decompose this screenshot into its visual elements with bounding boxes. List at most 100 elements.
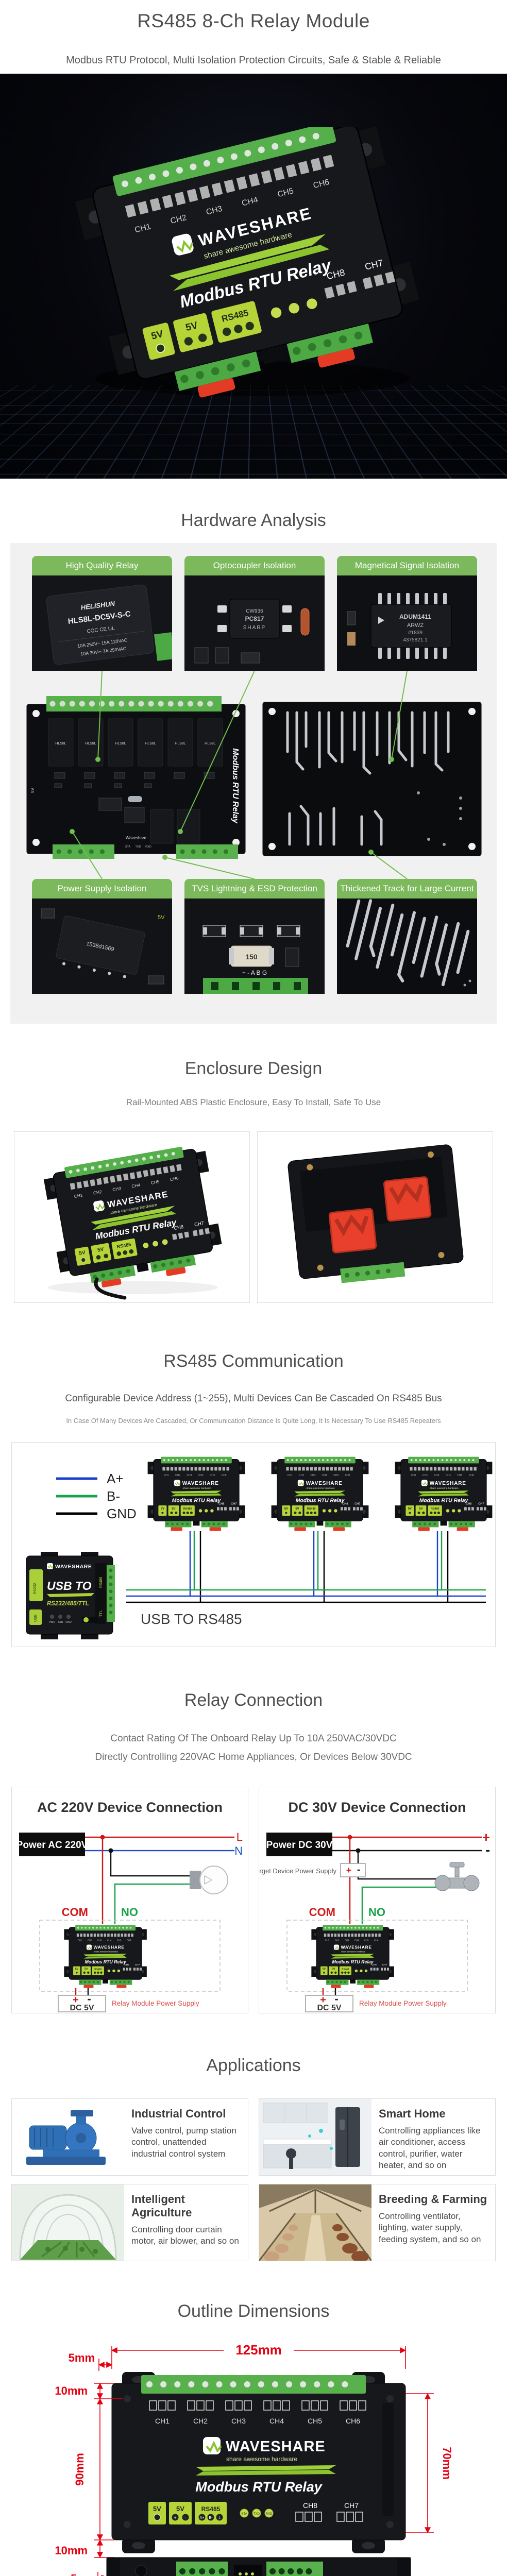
svg-text:⏚: ⏚ [218,2516,222,2520]
legend-b-minus: B- [107,1488,120,1504]
isolator-chip-photo-illustration: ADUM1411 ARWZ #1839 4375821.1 [337,575,477,671]
hw-card-magnetic-isolation: Magnetical Signal Isolation ADUM1411 ARW… [337,556,477,671]
front-view-module [106,2557,411,2576]
svg-text:+: + [174,2515,176,2520]
svg-text:RS232/485/TTL: RS232/485/TTL [47,1601,89,1607]
svg-text:STA: STA [241,2513,247,2516]
ac-connection-diagram: AC 220V Device Connection Power AC 220V … [16,1800,243,2012]
svg-text:NO: NO [121,1906,138,1919]
svg-text:#1839: #1839 [408,630,422,636]
optocoupler-photo-illustration: CW936 PC817 SHARP [184,575,325,671]
svg-text:RS485: RS485 [201,2505,221,2513]
svg-text:4375821.1: 4375821.1 [403,637,428,643]
ac-connection-panel: AC 220V Device Connection Power AC 220V … [11,1787,248,2013]
svg-text:5V: 5V [30,788,35,793]
enclosure-front-illustration [14,1132,249,1300]
app-card-industrial: Industrial Control Valve control, pump s… [11,2098,248,2176]
rs485-subtitle: Configurable Device Address (1~255), Mul… [65,1393,442,1404]
svg-text:+ - A B G: + - A B G [242,969,267,976]
app-card-agriculture: Intelligent Agriculture Controlling door… [11,2184,248,2261]
hardware-analysis-panel: High Quality Relay HELISHUN HLS8L-DC5V-S… [10,543,497,1024]
svg-text:Relay Module Power Supply: Relay Module Power Supply [359,1999,447,2007]
top-view-module: CH1 CH2 CH3 CH4 CH5 CH6 WAVESHARE share … [111,2372,406,2553]
valve-icon [434,1862,480,1891]
section-title-rs485: RS485 Communication [163,1351,344,1371]
svg-text:TXD: TXD [136,845,141,849]
app-title: Industrial Control [131,2107,226,2120]
svg-text:+: + [320,1994,326,2006]
hw-card-label: High Quality Relay [32,556,172,575]
bulb-icon [190,1866,228,1894]
usb-to-rs485-converter: RS232 WAVESHARE USB TO RS232/485/TTL RS4… [26,1552,115,1639]
svg-text:HLS8L: HLS8L [175,742,186,745]
svg-text:PC817: PC817 [245,615,264,622]
app-card-smart-home: Smart Home Controlling appliances like a… [259,2098,496,2176]
svg-text:+: + [73,1994,79,2006]
rs485-bus-diagram: A+ B- GND RS232 [26,1443,495,1639]
app-desc: Controlling door curtain motor, air blow… [131,2225,239,2246]
svg-text:CW936: CW936 [246,608,263,614]
dimension-annotations-bottom [97,2572,108,2576]
hw-card-tvs-protection: TVS Lightning & ESD Protection 150 + - A… [184,879,325,994]
rs485-diagram-panel: A+ B- GND RS232 [11,1442,496,1647]
svg-text:USB TO: USB TO [47,1579,92,1592]
din-clip [383,1176,432,1222]
section-title-enclosure: Enclosure Design [184,1059,323,1078]
page-title: RS485 8-Ch Relay Module [137,10,370,31]
svg-text:5V: 5V [153,2505,161,2513]
legend: A+ B- GND [56,1471,137,1521]
svg-text:CH2: CH2 [193,2417,208,2425]
section-title-applications: Applications [206,2056,301,2075]
svg-text:Power DC 30V: Power DC 30V [266,1840,333,1851]
hw-card-thick-tracks: Thickened Track for Large Current [337,879,477,994]
legend-gnd: GND [107,1506,137,1521]
dim-10mm-bottom: 10mm [55,2544,88,2557]
svg-text:HLS8L: HLS8L [85,742,96,745]
svg-text:WAVESHARE: WAVESHARE [55,1564,92,1570]
svg-text:RS485: RS485 [99,1577,103,1588]
svg-text:5V: 5V [158,914,165,921]
svg-text:A+: A+ [200,2516,205,2520]
svg-text:DC 30V Device Connection: DC 30V Device Connection [288,1800,466,1815]
dim-5mm-bottom: 5mm [71,2573,95,2576]
svg-text:share awesome hardware: share awesome hardware [226,2455,297,2463]
greenhouse-image [12,2184,124,2261]
app-desc: Controlling appliances like air conditio… [379,2126,481,2171]
svg-text:Modbus RTU Relay: Modbus RTU Relay [195,2479,323,2495]
svg-text:5V: 5V [176,2505,184,2513]
svg-text:TTL: TTL [99,1610,103,1617]
pcb-back-illustration [262,702,482,856]
svg-text:HLS8L: HLS8L [145,742,156,745]
dimensions-top-view: CH1 CH2 CH3 CH4 CH5 CH6 WAVESHARE share … [55,2342,453,2576]
svg-text:Target Device Power Supply: Target Device Power Supply [259,1867,336,1875]
svg-text:TXD: TXD [254,2513,260,2516]
hw-card-optocoupler: Optocoupler Isolation CW936 PC817 SHARP [184,556,325,671]
enclosure-back-illustration [288,1144,464,1283]
dimension-annotations [94,2342,434,2558]
enclosure-photo-back [257,1131,493,1303]
svg-text:+: + [482,1829,490,1845]
svg-text:150: 150 [245,953,258,961]
svg-text:-: - [185,2515,187,2520]
svg-text:B-: B- [209,2516,213,2520]
usb-to-rs485-caption: USB TO RS485 [141,1611,242,1627]
page-subtitle: Modbus RTU Protocol, Multi Isolation Pro… [66,55,441,66]
svg-text:HLS8L: HLS8L [115,742,126,745]
rs232-port [29,1569,43,1601]
app-title: Intelligent Agriculture [131,2193,192,2219]
dc-connection-panel: DC 30V Device Connection Power DC 30V + … [252,1787,496,2013]
svg-text:-: - [87,1992,91,2005]
smart-home-image [259,2099,371,2175]
app-desc: Valve control, pump station control, una… [131,2126,236,2159]
svg-text:Relay Module Power Supply: Relay Module Power Supply [112,1999,199,2007]
dim-90mm: 90mm [73,2453,86,2486]
dc-connection-diagram: DC 30V Device Connection Power DC 30V + … [252,1800,490,2012]
dim-125mm: 125mm [235,2342,282,2358]
app-card-farming: Breeding & Farming Controlling ventilato… [259,2184,496,2261]
hw-card-relay: High Quality Relay HELISHUN HLS8L-DC5V-S… [32,556,172,671]
svg-text:CH1: CH1 [155,2417,170,2425]
svg-text:Power AC 220V: Power AC 220V [16,1840,88,1851]
relay-photo-illustration: HELISHUN HLS8L-DC5V-S-C CQC CE UL 10A 25… [32,575,172,671]
relay-conn-subtitle1: Contact Rating Of The Onboard Relay Up T… [110,1733,397,1744]
svg-text:CH3: CH3 [231,2417,246,2425]
